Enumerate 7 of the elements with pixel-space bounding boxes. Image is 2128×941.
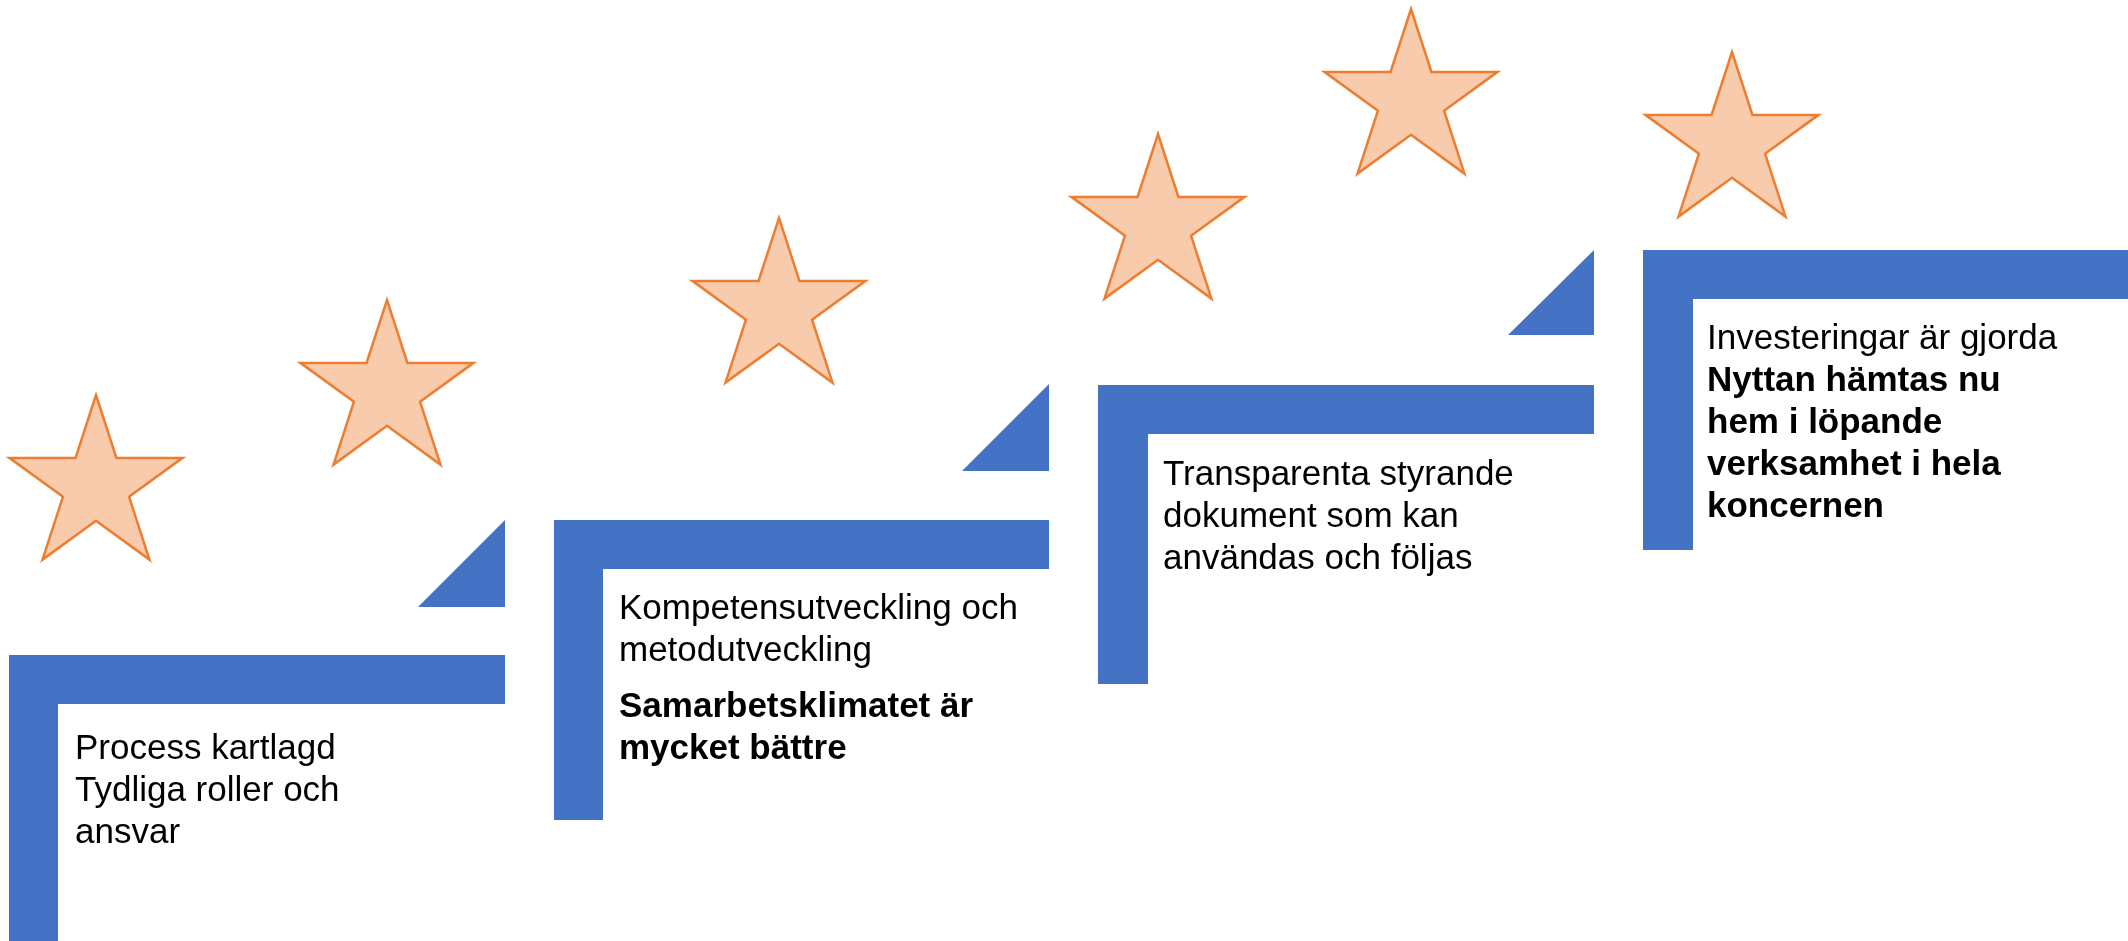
step-text: Kompetensutveckling och metodutveckling [619,586,1019,670]
step-text: Tydliga roller och ansvar [75,768,341,852]
step-text: Process kartlagd [75,726,337,768]
step-text: Investeringar är gjorda [1707,316,2059,358]
step-text: Samarbetsklimatet är mycket bättre [619,684,975,768]
step-text: Nyttan hämtas nu hem i löpande verksamhet i hela koncernen [1707,358,2002,526]
step-text: Transparenta styrande dokument som kan användas och följas [1163,452,1515,578]
